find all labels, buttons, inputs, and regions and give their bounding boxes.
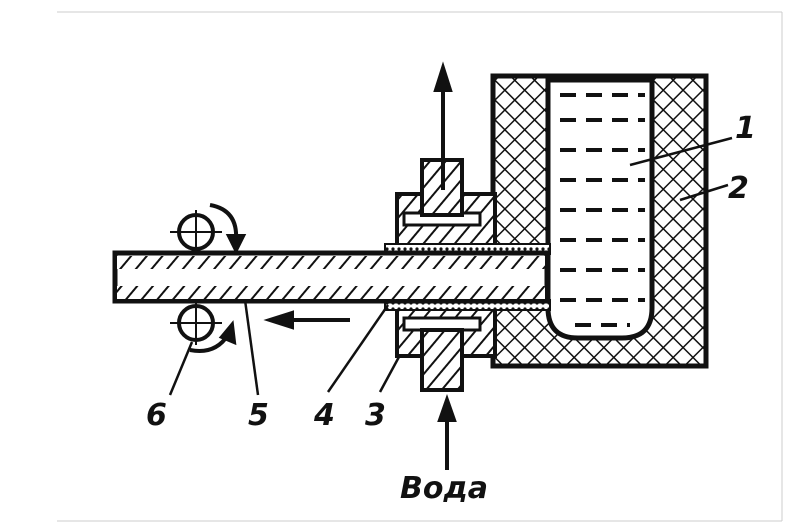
draw-direction-arrow-icon bbox=[263, 310, 294, 330]
label-sleeve: 4 bbox=[313, 398, 335, 433]
label-crucible: 2 bbox=[728, 171, 749, 206]
label-rod: 5 bbox=[248, 398, 269, 433]
flow-arrows bbox=[189, 61, 457, 470]
water-out-arrow-icon bbox=[433, 61, 453, 92]
drawn-rod bbox=[112, 250, 550, 304]
label-rollers: 6 bbox=[146, 398, 167, 433]
page-frame bbox=[57, 11, 783, 522]
leader-lines bbox=[168, 136, 733, 396]
rotation-arrow-icon bbox=[225, 234, 247, 255]
rotation-arrow-icon bbox=[218, 320, 237, 346]
pull-rollers bbox=[170, 210, 222, 345]
melt-liquid bbox=[560, 93, 645, 327]
label-water: Вода bbox=[400, 471, 488, 506]
water-in-arrow-icon bbox=[437, 393, 457, 422]
label-cooler: 3 bbox=[365, 398, 386, 433]
label-melt: 1 bbox=[735, 111, 756, 146]
crucible bbox=[490, 73, 709, 369]
